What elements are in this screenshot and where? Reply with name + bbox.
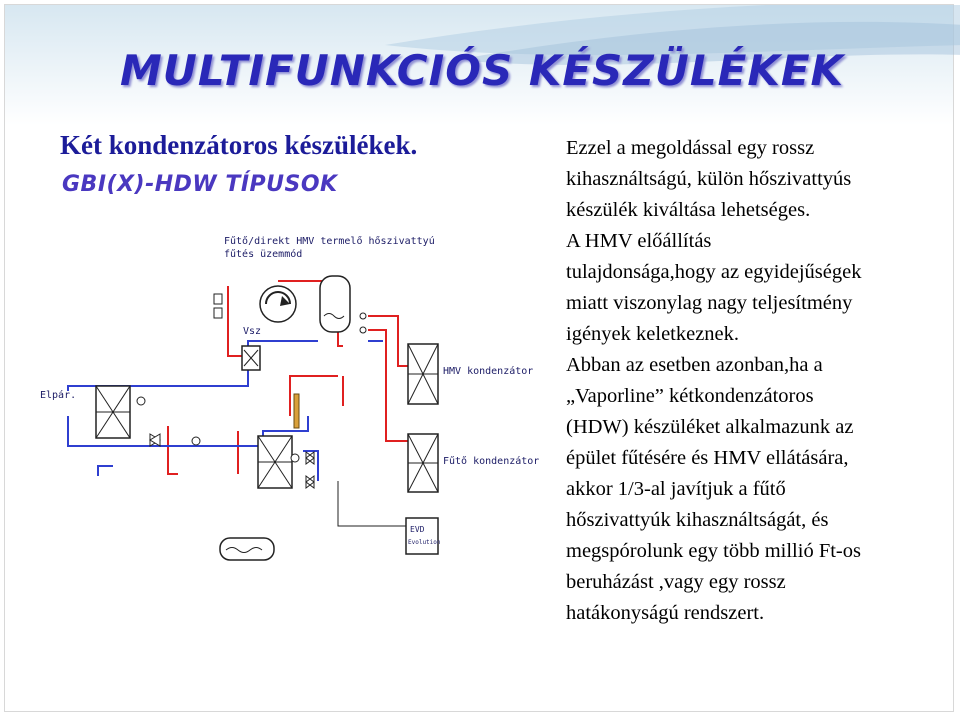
evd-label: EVD <box>410 525 425 534</box>
body-line: tulajdonsága,hogy az egyidejűségek <box>566 261 862 283</box>
slide-type-heading: GBI(X)-HDW TÍPUSOK <box>62 172 338 197</box>
hmv-condenser-label: HMV kondenzátor <box>443 365 533 377</box>
body-line: miatt viszonylag nagy teljesítmény <box>566 292 853 314</box>
slide-title: MULTIFUNKCIÓS KÉSZÜLÉKEK <box>120 46 845 95</box>
schematic-header-line2: fűtés üzemmód <box>224 248 302 260</box>
schematic-drawing: Fűtő/direkt HMV termelő hőszivattyú fűté… <box>40 235 539 561</box>
body-line: A HMV előállítás <box>566 230 712 252</box>
body-line: készülék kiváltása lehetséges. <box>566 199 811 221</box>
filter-drier <box>293 393 300 429</box>
heating-condenser-label: Fűtő kondenzátor <box>443 455 539 467</box>
body-line: kihasználtságú, külön hőszivattyús <box>566 168 852 190</box>
schematic-header-line1: Fűtő/direkt HMV termelő hőszivattyú <box>224 235 435 247</box>
body-line: beruházást ,vagy egy rossz <box>566 571 786 593</box>
pressure-switches <box>213 293 367 334</box>
internal-heat-exchanger <box>257 435 293 489</box>
body-line: akkor 1/3-al javítjuk a fűtő <box>566 478 786 500</box>
heating-condenser <box>407 433 439 493</box>
body-line: megspórolunk egy több millió Ft-os <box>566 540 861 562</box>
body-line: hőszivattyúk kihasználtságát, és <box>566 509 829 531</box>
body-line: hatákonyságú rendszert. <box>566 602 765 624</box>
expansion-valves <box>149 433 315 489</box>
fan-icon <box>136 396 146 406</box>
compressor-label: Vsz <box>243 326 261 337</box>
evaporator-coil <box>95 385 131 439</box>
body-line: „Vaporline” kétkondenzátoros <box>566 385 814 407</box>
heat-pump-schematic: Fűtő/direkt HMV termelő hőszivattyú fűté… <box>38 226 548 574</box>
body-line: Abban az esetben azonban,ha a <box>566 354 823 376</box>
compressor-symbol <box>259 285 297 323</box>
body-line: (HDW) készüléket alkalmazunk az <box>566 416 854 438</box>
evd-controller <box>405 517 439 555</box>
four-way-valve <box>241 345 261 371</box>
accumulator-tank <box>219 537 275 561</box>
blue-pipes <box>67 340 383 481</box>
hmv-condenser <box>407 343 439 405</box>
receiver-tank <box>319 275 351 333</box>
header-swoosh-decoration <box>385 5 960 65</box>
body-paragraph: Ezzel a megoldással egy rossz kihasznált… <box>566 133 958 629</box>
body-line: épület fűtésére és HMV ellátására, <box>566 447 849 469</box>
body-line: Ezzel a megoldással egy rossz <box>566 137 815 159</box>
evd-signal-line <box>337 481 406 527</box>
slide-subtitle: Két kondenzátoros készülékek. <box>60 130 418 160</box>
body-line: igények keletkeznek. <box>566 323 740 345</box>
evaporator-label: Elpár. <box>40 389 76 401</box>
evd-sublabel: Evolution <box>408 539 441 546</box>
